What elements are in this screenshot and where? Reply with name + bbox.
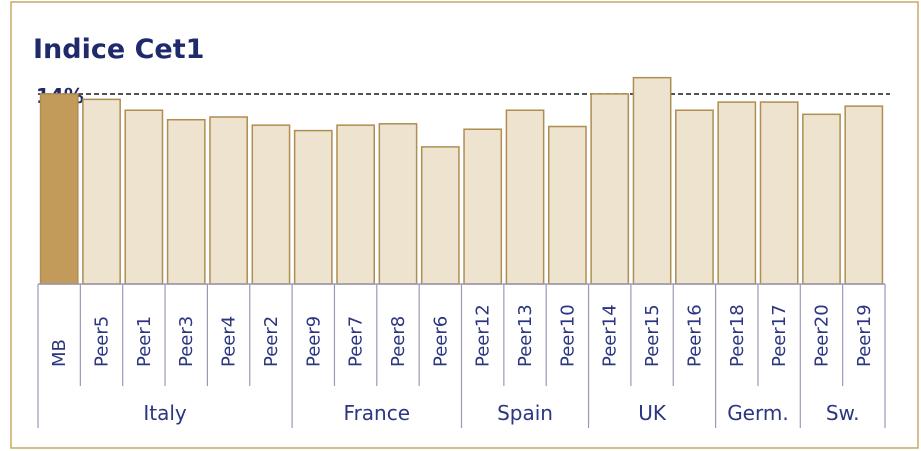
bar-peer3: [166, 118, 206, 285]
category-label: MB: [49, 339, 70, 367]
bar-peer14: [590, 93, 630, 285]
category-label: Peer12: [473, 304, 494, 367]
category-label: Peer8: [388, 316, 409, 367]
bar-peer8: [378, 123, 418, 285]
group-label: Sw.: [826, 401, 860, 425]
category-label: Peer5: [92, 316, 113, 367]
category-label: Peer7: [346, 316, 367, 367]
category-label: Peer2: [261, 316, 282, 367]
category-label: Peer13: [515, 304, 536, 367]
category-label: Peer15: [642, 304, 663, 367]
bar-peer19: [844, 105, 884, 285]
bar-peer12: [463, 128, 503, 285]
bar-peer5: [82, 98, 121, 285]
group-label: Italy: [143, 401, 187, 425]
bar-peer17: [759, 101, 799, 285]
category-label: Peer14: [600, 304, 621, 367]
frame-border: [10, 1, 919, 449]
bars-layer: [39, 76, 884, 285]
group-label: Spain: [497, 401, 553, 425]
bar-peer1: [124, 109, 164, 285]
category-axis: MB Peer5 Peer1 Peer3 Peer4 Peer2 Peer9 Peer7 Pee…: [37, 283, 886, 428]
group-label: UK: [638, 401, 667, 425]
bar-peer6: [420, 146, 460, 285]
bar-peer10: [547, 125, 587, 285]
group-label: Germ.: [727, 401, 789, 425]
bar-peer20: [802, 113, 841, 285]
bar-peer13: [505, 109, 545, 285]
category-label: Peer1: [134, 316, 155, 367]
category-label: Peer10: [557, 304, 578, 367]
bar-peer18: [717, 101, 757, 285]
category-label: Peer3: [176, 316, 197, 367]
category-label: Peer4: [219, 316, 240, 367]
bar-peer9: [293, 129, 333, 285]
bar-peer16: [675, 109, 714, 285]
category-label: Peer20: [811, 304, 832, 367]
category-label: Peer6: [430, 316, 451, 367]
bar-mb: [39, 93, 79, 285]
category-label: Peer17: [769, 304, 790, 367]
bar-peer7: [336, 124, 376, 285]
category-label: Peer16: [684, 304, 705, 367]
category-label: Peer18: [727, 304, 748, 367]
bar-peer4: [209, 116, 248, 285]
category-label: Peer19: [854, 304, 875, 367]
bar-peer2: [251, 124, 291, 285]
bar-peer15: [632, 76, 672, 285]
chart-title: Indice Cet1: [33, 34, 204, 65]
group-label: France: [344, 401, 411, 425]
category-label: Peer9: [303, 316, 324, 367]
